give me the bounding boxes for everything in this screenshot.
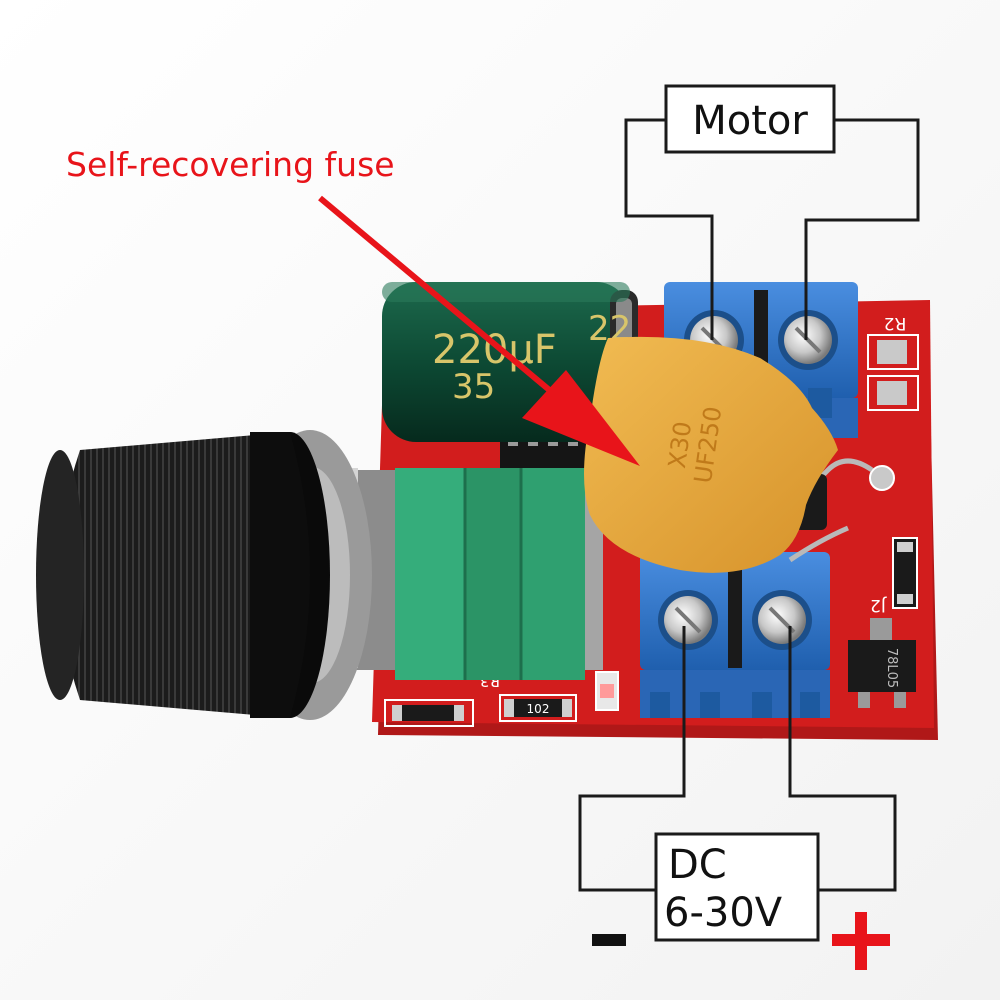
resistor-marking: 102: [527, 702, 550, 716]
capacitor-voltage: 35: [452, 367, 495, 407]
knob[interactable]: [36, 430, 372, 720]
power-label-line1: DC: [668, 842, 727, 888]
regulator-chip: [848, 640, 916, 692]
power-label-box: [654, 832, 820, 942]
power-wiring: [578, 626, 897, 892]
self-recovering-fuse: [584, 336, 874, 573]
power-label-line2: 6-30V: [664, 890, 783, 936]
positive-sign: [832, 912, 890, 970]
motor-label: Motor: [692, 98, 808, 144]
fuse-marking-line1: X30: [663, 420, 697, 470]
annotation-arrow: [318, 195, 640, 466]
fuse-annotation-label: Self-recovering fuse: [66, 145, 395, 184]
regulator-marking: 78L05: [884, 648, 899, 688]
silkscreen-j2: J2: [870, 595, 887, 615]
silkscreen-r2: R2: [884, 313, 907, 333]
motor-label-box: [664, 84, 836, 154]
power-terminal-block[interactable]: [640, 552, 830, 718]
capacitor-value: 220µF: [432, 327, 557, 373]
negative-sign: [592, 934, 626, 946]
motor-wiring: [624, 118, 920, 340]
